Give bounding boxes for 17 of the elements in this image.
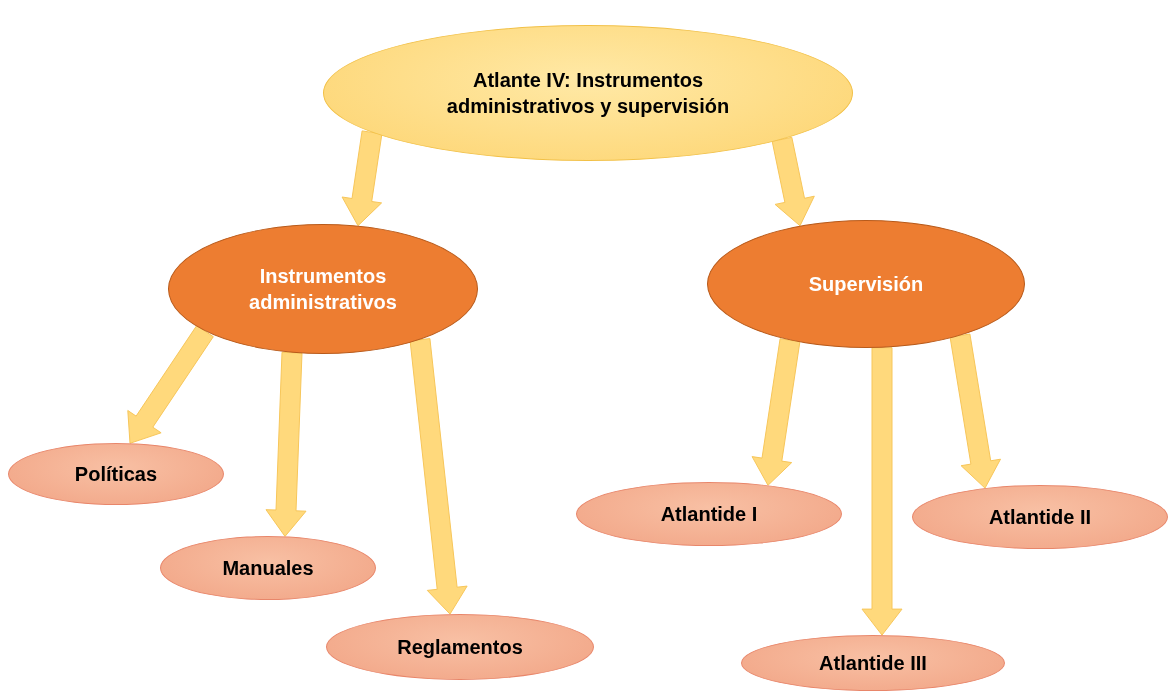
node-label: Atlantide II	[988, 505, 1092, 530]
block-arrow	[409, 338, 468, 615]
block-arrow	[341, 130, 383, 227]
block-arrow	[949, 333, 1001, 489]
node-label: Reglamentos	[397, 635, 523, 660]
node-label: Instrumentos administrativos	[248, 264, 398, 315]
node-label: Atlantide I	[660, 502, 758, 527]
node-label: Supervisión	[808, 272, 924, 297]
block-arrow	[861, 347, 903, 636]
block-arrow	[127, 325, 214, 444]
node-label: Atlante IV: Instrumentos administrativos y supervisión	[445, 68, 731, 119]
node-label: Políticas	[74, 462, 158, 487]
node-label: Manuales	[222, 556, 314, 581]
node-label: Atlantide III	[819, 651, 927, 676]
block-arrow	[265, 351, 307, 537]
block-arrow	[771, 136, 815, 227]
block-arrow	[751, 338, 801, 486]
